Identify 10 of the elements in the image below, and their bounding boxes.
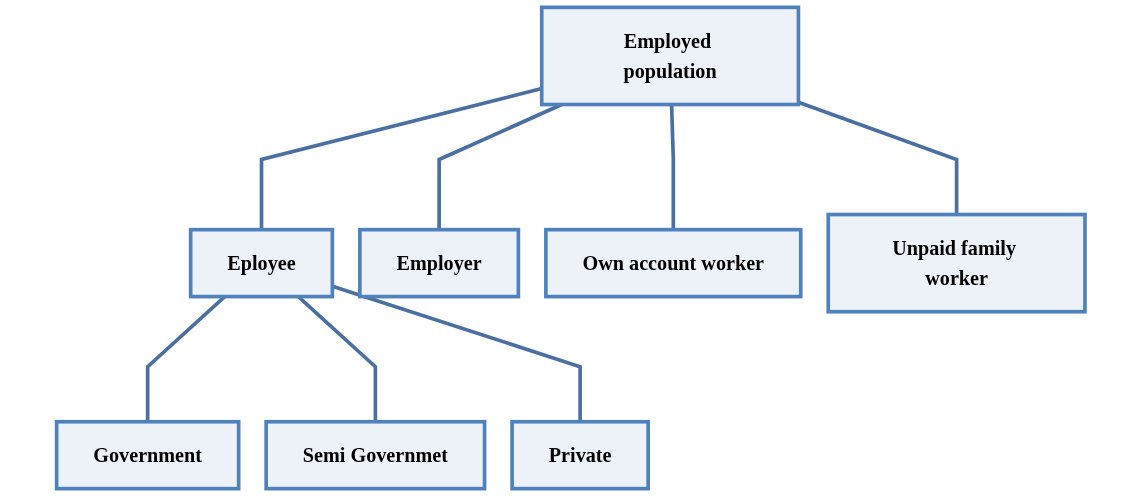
- node-box: Eployee: [188, 227, 334, 299]
- node-box: Private: [509, 419, 650, 491]
- node-box: Semi Governmet: [264, 419, 487, 491]
- connector: [669, 104, 675, 230]
- connector: [797, 100, 959, 215]
- node-box: Government: [54, 419, 241, 491]
- node-box: Employer: [357, 227, 520, 299]
- node-box: Employed population: [539, 5, 800, 107]
- node-box: Unpaid family worker: [826, 212, 1087, 314]
- node-box: Own account worker: [543, 227, 803, 299]
